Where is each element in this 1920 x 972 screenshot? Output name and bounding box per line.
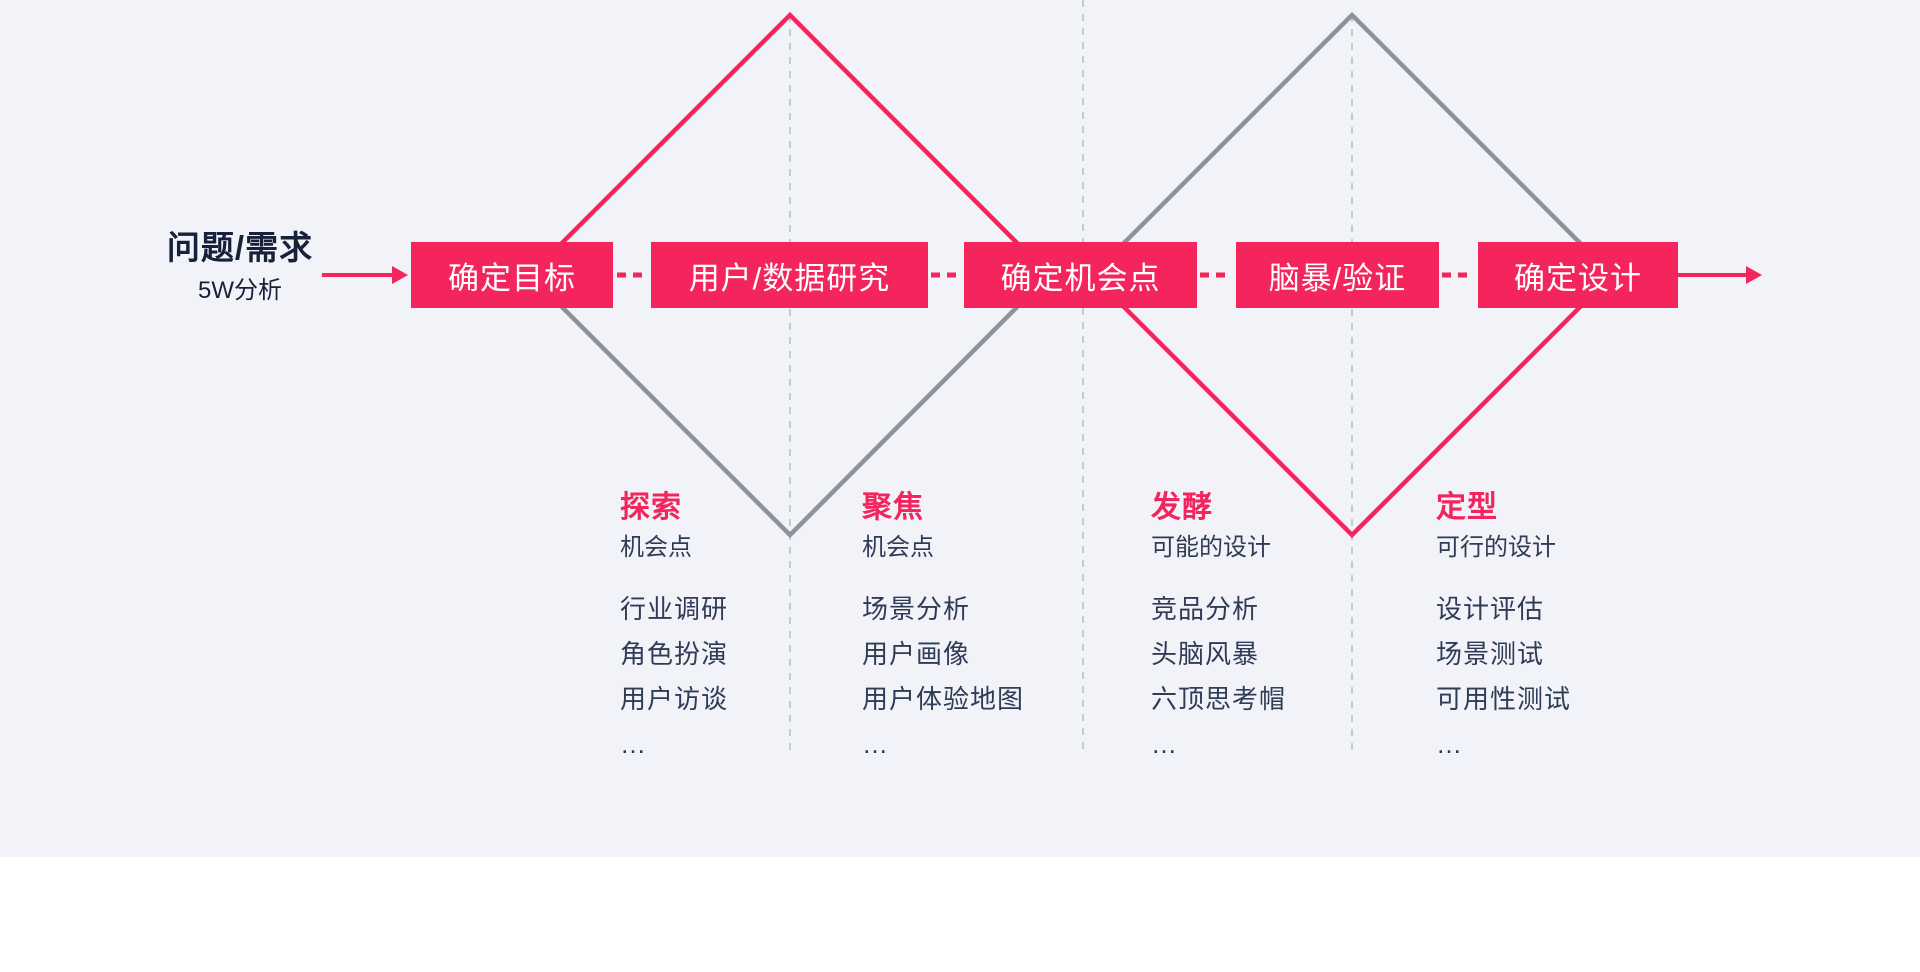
origin-subtitle: 5W分析 bbox=[198, 277, 282, 304]
method-item: 行业调研 bbox=[620, 594, 729, 624]
stage-node-define-design: 确定设计 bbox=[1478, 242, 1678, 308]
phase-title: 探索 bbox=[620, 491, 682, 524]
phase-subtitle: 可行的设计 bbox=[1436, 534, 1556, 561]
phase-method-list: 设计评估 场景测试 可用性测试 … bbox=[1436, 596, 1666, 757]
phase-method-list: 行业调研 角色扮演 用户访谈 … bbox=[620, 596, 850, 757]
phase-column-finalize: 定型 可行的设计 设计评估 场景测试 可用性测试 … bbox=[1436, 490, 1666, 776]
method-item: 角色扮演 bbox=[620, 639, 729, 669]
origin-label: 问题/需求 5W分析 bbox=[140, 228, 340, 306]
method-item-ellipsis: … bbox=[620, 729, 647, 759]
phase-method-list: 竞品分析 头脑风暴 六顶思考帽 … bbox=[1151, 596, 1381, 757]
stage-node-define-goal: 确定目标 bbox=[411, 242, 613, 308]
method-item: 用户体验地图 bbox=[862, 684, 1025, 714]
method-item: 用户画像 bbox=[862, 639, 971, 669]
phase-subtitle: 机会点 bbox=[862, 534, 934, 561]
phase-column-explore: 探索 机会点 行业调研 角色扮演 用户访谈 … bbox=[620, 490, 850, 776]
phase-subtitle: 可能的设计 bbox=[1151, 534, 1271, 561]
phase-subtitle: 机会点 bbox=[620, 534, 692, 561]
origin-title: 问题/需求 bbox=[166, 229, 314, 266]
phase-column-focus: 聚焦 机会点 场景分析 用户画像 用户体验地图 … bbox=[862, 490, 1092, 776]
stage-node-define-opportunity: 确定机会点 bbox=[964, 242, 1197, 308]
method-item: 可用性测试 bbox=[1436, 684, 1572, 714]
method-item-ellipsis: … bbox=[1436, 729, 1463, 759]
method-item: 用户访谈 bbox=[620, 684, 729, 714]
method-item: 设计评估 bbox=[1436, 594, 1545, 624]
stage-node-user-data-research: 用户/数据研究 bbox=[651, 242, 928, 308]
method-item-ellipsis: … bbox=[862, 729, 889, 759]
phase-title: 定型 bbox=[1436, 491, 1498, 524]
method-item: 头脑风暴 bbox=[1151, 639, 1260, 669]
method-item: 场景测试 bbox=[1436, 639, 1545, 669]
phase-title: 聚焦 bbox=[862, 491, 924, 524]
phase-title: 发酵 bbox=[1151, 491, 1213, 524]
method-item: 场景分析 bbox=[862, 594, 971, 624]
method-item: 六顶思考帽 bbox=[1151, 684, 1287, 714]
method-item-ellipsis: … bbox=[1151, 729, 1178, 759]
stage-node-brainstorm-verify: 脑暴/验证 bbox=[1236, 242, 1439, 308]
phase-column-ferment: 发酵 可能的设计 竞品分析 头脑风暴 六顶思考帽 … bbox=[1151, 490, 1381, 776]
phase-method-list: 场景分析 用户画像 用户体验地图 … bbox=[862, 596, 1092, 757]
method-item: 竞品分析 bbox=[1151, 594, 1260, 624]
